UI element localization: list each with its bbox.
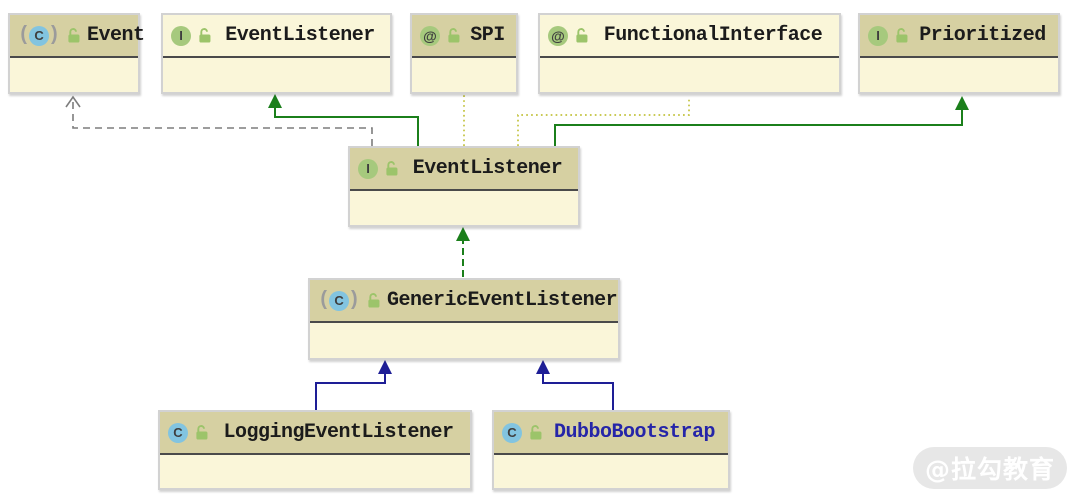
node-label: EventListener [412, 157, 563, 180]
lagou-watermark: @拉勾教育 [913, 447, 1067, 489]
node-header: C DubboBootstrap [494, 412, 728, 455]
node-label: Prioritized [919, 24, 1046, 47]
node-label: DubboBootstrap [553, 421, 716, 444]
node-label: LoggingEventListener [223, 421, 454, 444]
node-body [163, 58, 390, 92]
node-header: C GenericEventListener [310, 280, 618, 323]
edge-implements-eventlistener [456, 227, 470, 277]
node-label: SPI [470, 24, 505, 47]
class-icon: C [168, 422, 188, 443]
edge-extends-jdk-eventlistener [268, 94, 419, 146]
edge-dependency-event [65, 95, 373, 146]
unlocked-icon [386, 161, 398, 176]
edge-extends-logging [315, 360, 392, 410]
uml-node-event[interactable]: C Event [8, 13, 145, 94]
node-body [350, 191, 578, 225]
node-header: C Event [10, 15, 145, 58]
uml-node-prioritized[interactable]: I Prioritized [858, 13, 1060, 94]
unlocked-icon [576, 28, 588, 43]
node-body [494, 455, 728, 488]
node-body [310, 323, 618, 358]
node-header: I Prioritized [860, 15, 1058, 58]
node-label: EventListener [225, 24, 375, 47]
uml-node-loggingeventlistener[interactable]: C LoggingEventListener [158, 410, 472, 490]
uml-node-jdk-eventlistener[interactable]: I EventListener [161, 13, 392, 94]
uml-node-dubbobootstrap[interactable]: C DubboBootstrap [492, 410, 730, 490]
uml-node-spi[interactable]: @ SPI [410, 13, 518, 94]
watermark-text: @拉勾教育 [924, 455, 1055, 484]
node-header: @ SPI [412, 15, 516, 58]
annotation-icon: @ [420, 25, 440, 46]
annotation-icon: @ [548, 25, 568, 46]
node-header: I EventListener [350, 148, 578, 191]
node-body [860, 58, 1058, 92]
interface-icon: I [358, 158, 378, 179]
node-header: I EventListener [163, 15, 390, 58]
edge-extends-prioritized [554, 96, 969, 146]
class-icon: C [18, 24, 60, 47]
edge-extends-dubbobootstrap [536, 360, 614, 410]
interface-icon: I [868, 25, 888, 46]
node-body [412, 58, 516, 92]
class-icon: C [502, 422, 522, 443]
uml-node-genericeventlistener[interactable]: C GenericEventListener [308, 278, 620, 360]
node-body [160, 455, 470, 488]
unlocked-icon [448, 28, 460, 43]
unlocked-icon [199, 28, 211, 43]
unlocked-icon [368, 293, 380, 308]
node-header: C LoggingEventListener [160, 412, 470, 455]
edge-annotation-functionalinterface [517, 97, 690, 146]
unlocked-icon [196, 425, 208, 440]
interface-icon: I [171, 25, 191, 46]
node-label: FunctionalInterface [603, 24, 823, 47]
unlocked-icon [896, 28, 908, 43]
node-body [540, 58, 839, 92]
node-body [10, 58, 138, 92]
class-icon: C [318, 289, 360, 312]
uml-node-eventlistener[interactable]: I EventListener [348, 146, 580, 227]
node-header: @ FunctionalInterface [540, 15, 839, 58]
node-label: GenericEventListener [387, 289, 618, 312]
node-label: Event [87, 24, 145, 47]
unlocked-icon [68, 28, 80, 43]
unlocked-icon [530, 425, 542, 440]
uml-node-functionalinterface[interactable]: @ FunctionalInterface [538, 13, 841, 94]
